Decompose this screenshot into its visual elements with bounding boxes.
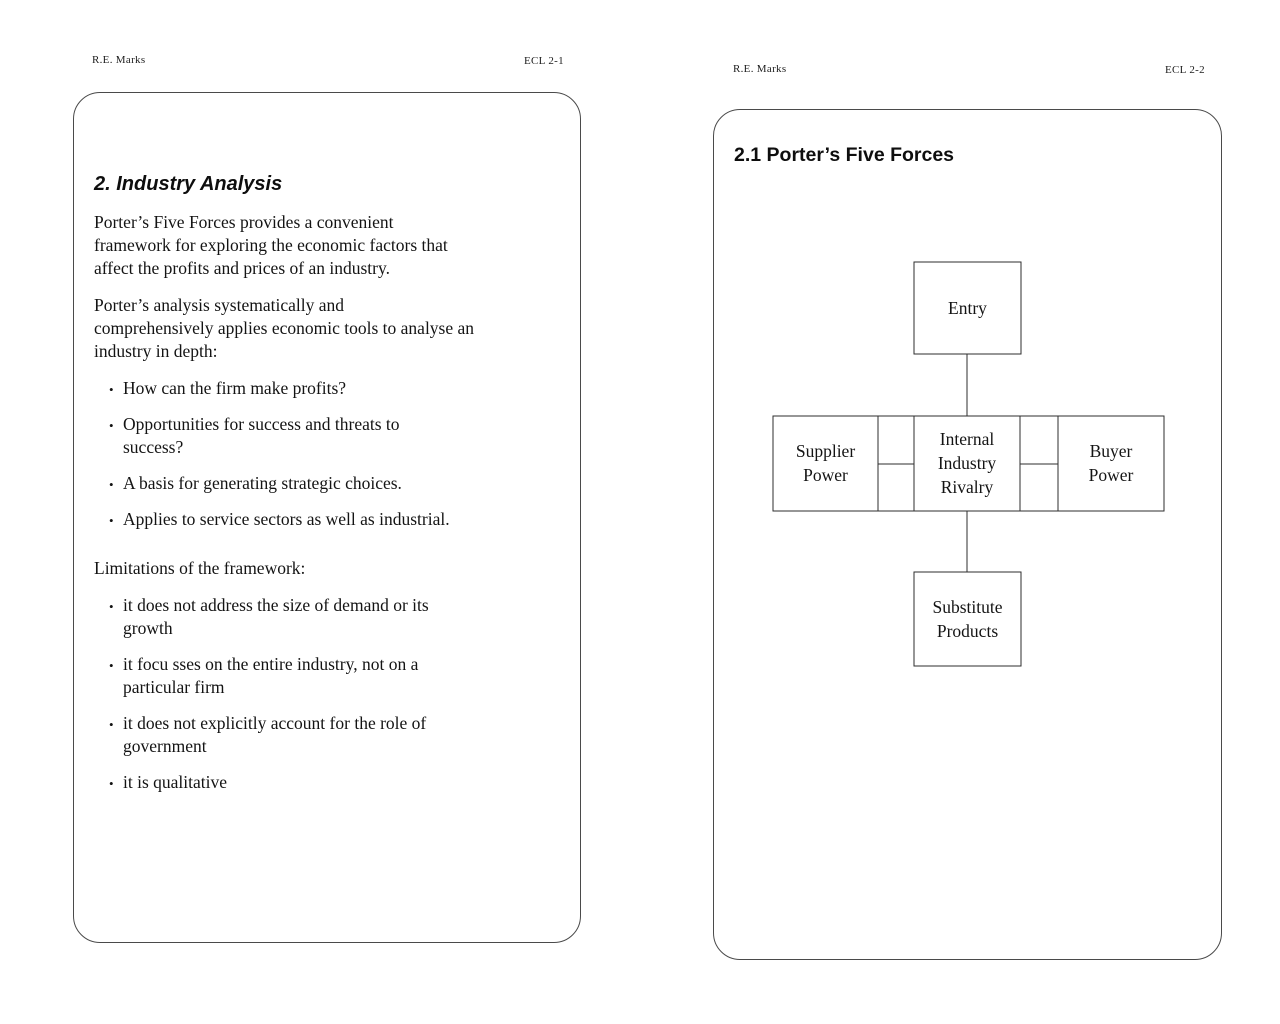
node-internal-industry-rivalry: Internal Industry Rivalry (937, 429, 997, 497)
list-item: Applies to service sectors as well as in… (109, 508, 546, 532)
slide-title-porters-five-forces: 2.1 Porter’s Five Forces (734, 144, 955, 167)
slide-frame-right: 2.1 Porter’s Five Forces Entry Supplier … (713, 109, 1222, 960)
header-page-code-right: ECL 2-2 (1165, 64, 1205, 76)
slide-title-industry-analysis: 2. Industry Analysis (94, 173, 283, 195)
five-forces-diagram (772, 261, 1165, 667)
analysis-paragraph: Porter’s analysis systematically and com… (94, 295, 475, 361)
header-author-left: R.E. Marks (92, 54, 146, 66)
node-supplier-power: Supplier Power (795, 441, 856, 485)
intro-paragraph: Porter’s Five Forces provides a convenie… (94, 212, 448, 278)
limitations-list: it does not address the size of demand o… (94, 594, 546, 795)
list-item: it is qualitative (109, 771, 546, 795)
list-item: A basis for generating strategic choices… (109, 472, 546, 496)
header-author-right: R.E. Marks (733, 63, 787, 75)
list-item: Opportunities for success and threats to… (109, 413, 546, 459)
node-buyer-power: Buyer Power (1088, 441, 1134, 485)
list-item: How can the firm make profits? (109, 377, 546, 401)
node-entry: Entry (948, 298, 987, 318)
slide-frame-left: 2. Industry Analysis Porter’s Five Force… (73, 92, 581, 943)
middle-band-box (772, 415, 1165, 512)
analysis-questions-list: How can the firm make profits? Opportuni… (94, 377, 546, 532)
list-item: it focu sses on the entire industry, not… (109, 653, 546, 699)
list-item: it does not explicitly account for the r… (109, 712, 546, 758)
list-item: it does not address the size of demand o… (109, 594, 546, 640)
node-substitute-products: Substitute Products (932, 597, 1003, 641)
header-page-code-left: ECL 2-1 (524, 55, 564, 67)
limitations-heading: Limitations of the framework: (94, 558, 306, 578)
slide-left-content: 2. Industry Analysis Porter’s Five Force… (94, 173, 546, 807)
